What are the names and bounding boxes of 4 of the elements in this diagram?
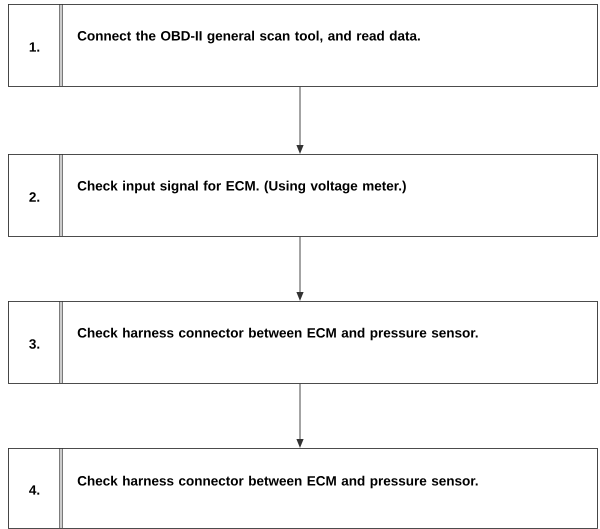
step-box: 2. Check input signal for ECM. (Using voltage meter.) (8, 154, 598, 237)
step-box: 3. Check harness connector between ECM and pressure sensor. (8, 300, 598, 384)
step-box: 4. Check harness connector between ECM and pressure sensor. (8, 448, 598, 529)
step-box: 1. Connect the OBD-II general scan tool, and read data. (8, 4, 598, 87)
